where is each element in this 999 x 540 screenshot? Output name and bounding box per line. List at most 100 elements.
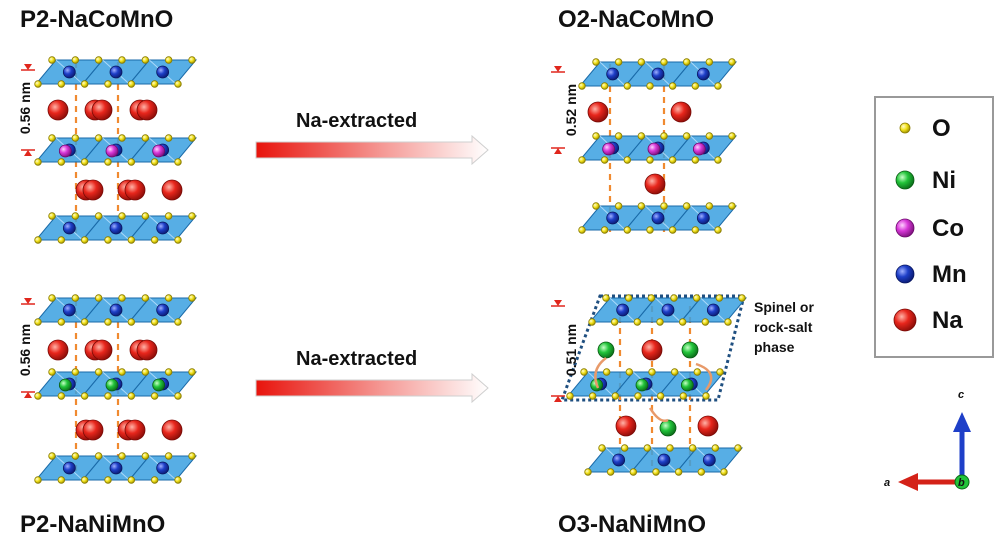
br-layer2-o-atom [656,392,665,400]
spacing-label-top-left: 0.56 nm [17,82,33,134]
bl-layer2-o-atom [71,368,80,376]
br-layer3-o-atom [711,444,720,452]
br-na-atom [641,339,663,361]
na-extracted-arrow-top: Na-extracted [255,110,489,166]
arrow-label-bottom: Na-extracted [296,348,417,370]
br-layer3-o-atom [720,468,728,476]
bl-layer2-ni-atom [152,378,166,392]
br-layer1-o-atom [715,294,724,302]
bl-row2-na-atom [161,419,183,441]
tr-layer2-o-atom [578,156,586,164]
tl-row2-na-atom [161,179,183,201]
tr-layer2-o-atom [592,132,600,140]
bl-layer1-o-atom [141,294,150,302]
tl-layer3-o-atom [94,212,103,220]
br-layer3-o-atom [629,468,638,476]
tr-layer3-o-atom [637,202,646,210]
tr-layer1-o-atom [623,82,632,90]
bl-layer3-o-atom [94,452,103,460]
tl-layer2-co-atom [152,144,166,158]
legend-label-o: O [932,115,951,142]
tr-layer2-o-atom [691,156,700,164]
br-layer1-o-atom [670,294,678,302]
br-layer3-o-atom [584,468,592,476]
br-layer1-o-atom [602,294,610,302]
bl-layer3-o-atom [164,452,173,460]
bl-layer2-o-atom [34,392,42,400]
tl-layer2-o-atom [104,158,112,166]
migration-arrow [648,407,669,422]
tr-marker-arrow-top [554,66,562,72]
tl-layer3-o-atom [34,236,42,244]
tl-layer3-mn-atom [109,221,123,235]
tr-layer2-co-atom [647,142,661,156]
phase-annotation-line3: phase [754,339,795,355]
bl-layer1-o-atom [34,318,42,326]
axis-triad: c a b [884,389,971,491]
br-layer2-o-atom [648,368,656,376]
br-layer1-o-atom [624,294,633,302]
bl-layer3-o-atom [174,476,182,484]
tl-layer2-o-atom [48,134,56,142]
tr-layer3-o-atom [660,202,668,210]
br-layer1-o-atom [692,294,701,302]
bl-layer1-o-atom [104,318,112,326]
title-o3-naniomno: O3-NaNiMnO [558,511,706,538]
tl-row2-na-atom [82,179,104,201]
a-axis-head [898,473,918,491]
legend-label-mn: Mn [932,261,967,288]
b-axis-dot [954,474,970,490]
br-layer1-o-atom [678,318,687,326]
tr-layer2-o-atom [614,132,623,140]
tl-layer1-o-atom [48,56,56,64]
tr-layer2-o-atom [668,156,677,164]
tl-layer2-o-atom [127,158,136,166]
spacing-label-bottom-left: 0.56 nm [17,324,33,376]
tr-layer1-o-atom [682,58,691,66]
br-layer2-o-atom [702,392,710,400]
arrow-label-top: Na-extracted [296,110,417,132]
tl-layer3-o-atom [174,236,182,244]
bl-layer1-o-atom [94,294,103,302]
bl-layer3-o-atom [71,452,80,460]
br-layer2-o-atom [693,368,702,376]
br-layer2-o-atom [566,392,574,400]
tl-layer1-o-atom [118,56,126,64]
tl-layer2-o-atom [80,158,89,166]
bl-layer2-o-atom [150,392,159,400]
br-ni-atom [659,419,677,437]
br-layer3-o-atom [598,444,606,452]
tl-layer1-o-atom [34,80,42,88]
legend-swatch-co [895,218,915,238]
tr-layer2-o-atom [682,132,691,140]
bl-layer1-o-atom [127,318,136,326]
tl-layer1-o-atom [104,80,112,88]
br-layer3-o-atom [620,444,629,452]
tr-layer1-o-atom [592,58,600,66]
b-axis-label: b [958,477,965,489]
br-ni-atom [597,341,615,359]
tr-layer3-o-atom [705,202,714,210]
tr-layer1-o-atom [614,58,623,66]
tr-layer1-o-atom [714,82,722,90]
tr-layer2-o-atom [600,156,609,164]
br-layer3-o-atom [652,468,660,476]
br-layer3-mn-atom [702,453,716,467]
br-layer3-mn-atom [612,453,626,467]
tr-layer2-o-atom [646,156,654,164]
br-layer3-o-atom [734,444,742,452]
legend-swatch-na [893,308,917,332]
tl-layer3-o-atom [80,236,89,244]
tr-layer3-o-atom [578,226,586,234]
bl-layer3-o-atom [57,476,66,484]
tl-layer3-mn-atom [62,221,76,235]
tl-row1-na-atom [47,99,69,121]
tr-layer3-o-atom [682,202,691,210]
bl-layer2-o-atom [188,368,196,376]
spacing-label-top-right: 0.52 nm [563,84,579,136]
tr-layer3-mn-atom [651,211,665,225]
tr-layer1-o-atom [668,82,677,90]
br-layer1-o-atom [633,318,642,326]
tl-layer2-o-atom [71,134,80,142]
